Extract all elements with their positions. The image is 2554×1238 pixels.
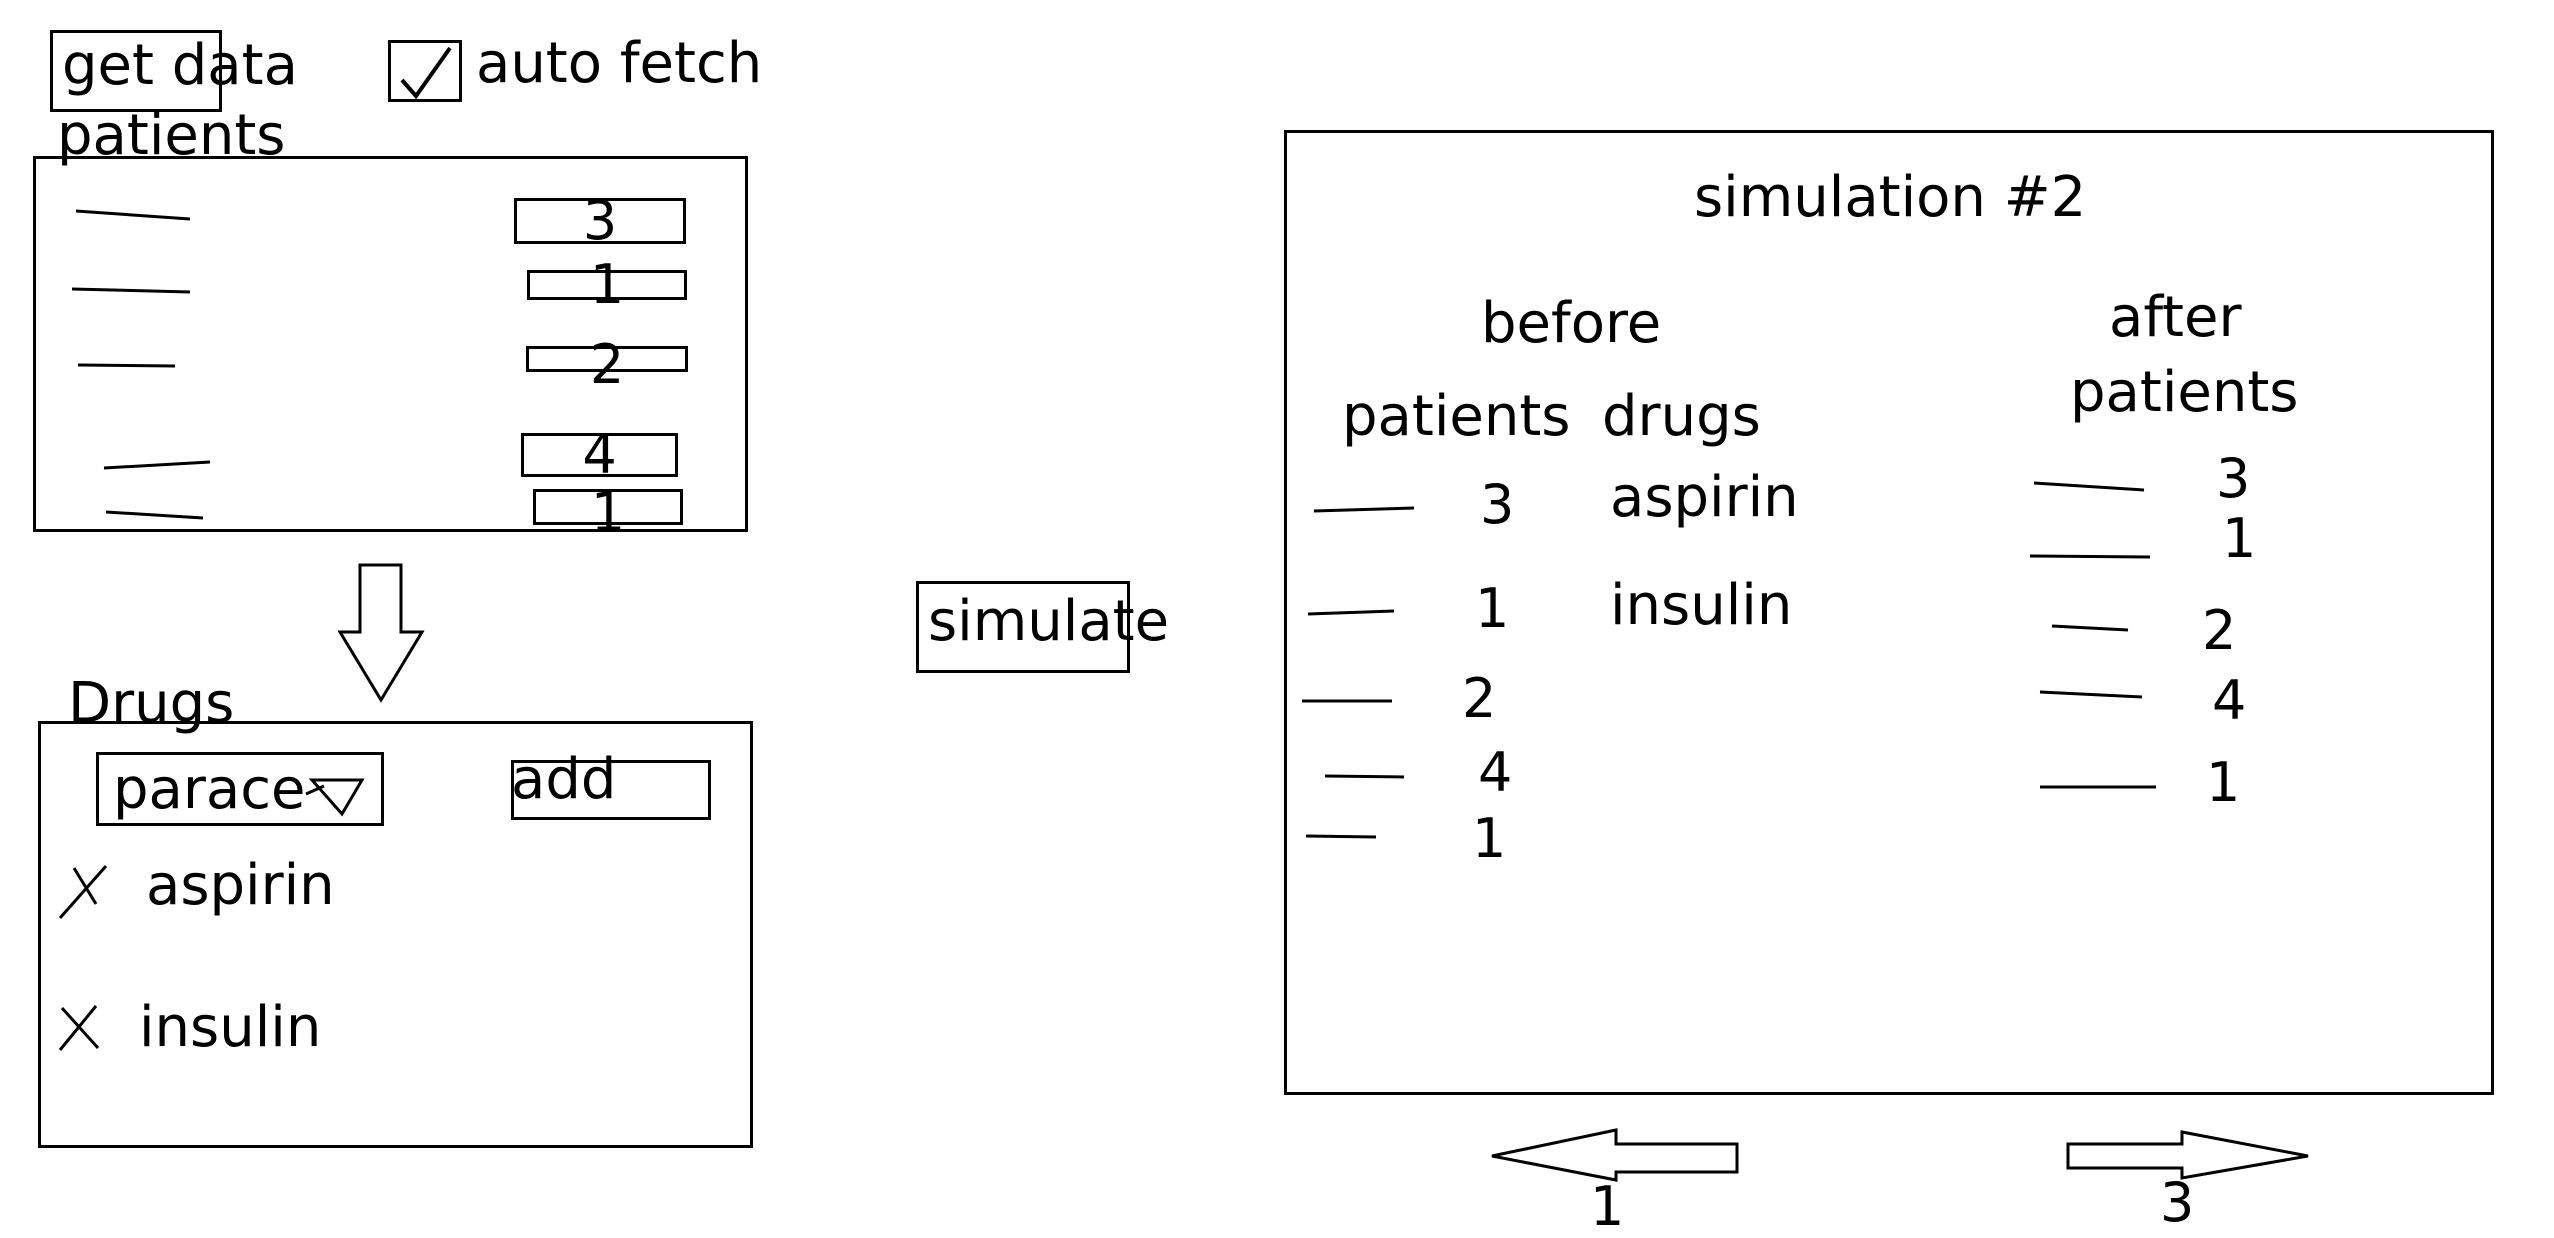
simulate-button[interactable] (916, 581, 1130, 673)
patients-title: patients (57, 103, 286, 168)
before-drug: insulin (1610, 573, 1793, 638)
auto-fetch-label: auto fetch (476, 31, 763, 96)
drug-item-insulin: insulin (139, 995, 322, 1060)
patient-count-value: 2 (589, 333, 625, 396)
after-name-1 (2033, 481, 2145, 492)
simulation-panel (1284, 130, 2494, 1095)
before-count: 4 (1478, 741, 1513, 804)
patient-name-1 (75, 209, 191, 221)
before-count: 2 (1462, 667, 1497, 730)
patient-count-value: 1 (589, 253, 625, 316)
patient-count-field[interactable]: 3 (514, 194, 686, 248)
after-count: 4 (2212, 669, 2247, 732)
before-name-5 (1305, 834, 1377, 839)
before-drugs-label: drugs (1602, 384, 1761, 449)
patient-name-5 (105, 510, 204, 520)
patient-count-field[interactable]: 1 (527, 258, 687, 312)
before-patients-label: patients (1342, 384, 1571, 449)
checkmark-icon (400, 46, 452, 100)
remove-insulin-icon[interactable] (58, 1005, 100, 1051)
get-data-label: get data (62, 33, 298, 98)
patient-count-field[interactable]: 1 (533, 486, 683, 540)
after-name-2 (2029, 554, 2151, 559)
add-drug-button[interactable] (511, 760, 711, 820)
before-label: before (1481, 291, 1662, 356)
after-count: 1 (2206, 751, 2241, 814)
patient-count-value: 1 (590, 481, 626, 544)
after-name-3 (2051, 624, 2129, 632)
patient-name-2 (71, 287, 191, 294)
drug-item-aspirin: aspirin (146, 853, 335, 918)
patient-count-value: 3 (582, 189, 618, 252)
add-drug-label: add (511, 747, 617, 812)
next-arrow-icon[interactable] (2066, 1130, 2309, 1180)
after-patients-label: patients (2070, 360, 2299, 425)
after-count: 2 (2202, 599, 2237, 662)
before-name-4 (1324, 774, 1405, 779)
next-page-number: 3 (2160, 1171, 2195, 1234)
before-name-2 (1307, 609, 1395, 616)
simulate-label: simulate (928, 589, 1170, 654)
remove-aspirin-icon[interactable] (58, 865, 108, 919)
after-name-4 (2039, 690, 2143, 699)
patient-count-field[interactable]: 4 (521, 428, 678, 482)
patient-count-value: 4 (582, 423, 617, 486)
prev-arrow-icon[interactable] (1491, 1128, 1739, 1182)
after-count: 1 (2222, 507, 2257, 570)
prev-page-number: 1 (1590, 1175, 1625, 1238)
patient-name-4 (103, 460, 211, 470)
after-label: after (2109, 285, 2242, 350)
before-count: 1 (1475, 577, 1510, 640)
auto-fetch-checkbox[interactable] (388, 40, 462, 102)
get-data-button[interactable] (50, 30, 222, 112)
patients-list (33, 156, 748, 532)
before-count: 3 (1480, 473, 1515, 536)
before-count: 1 (1472, 807, 1507, 870)
drug-select-value: parace (113, 757, 306, 822)
before-drug: aspirin (1610, 465, 1799, 530)
simulation-title: simulation #2 (1694, 165, 2087, 230)
patient-count-field[interactable]: 2 (526, 338, 688, 392)
drugs-list (38, 721, 753, 1148)
drug-select[interactable] (96, 752, 384, 826)
before-name-1 (1313, 506, 1415, 513)
after-count: 3 (2216, 447, 2251, 510)
patient-name-3 (77, 363, 176, 368)
